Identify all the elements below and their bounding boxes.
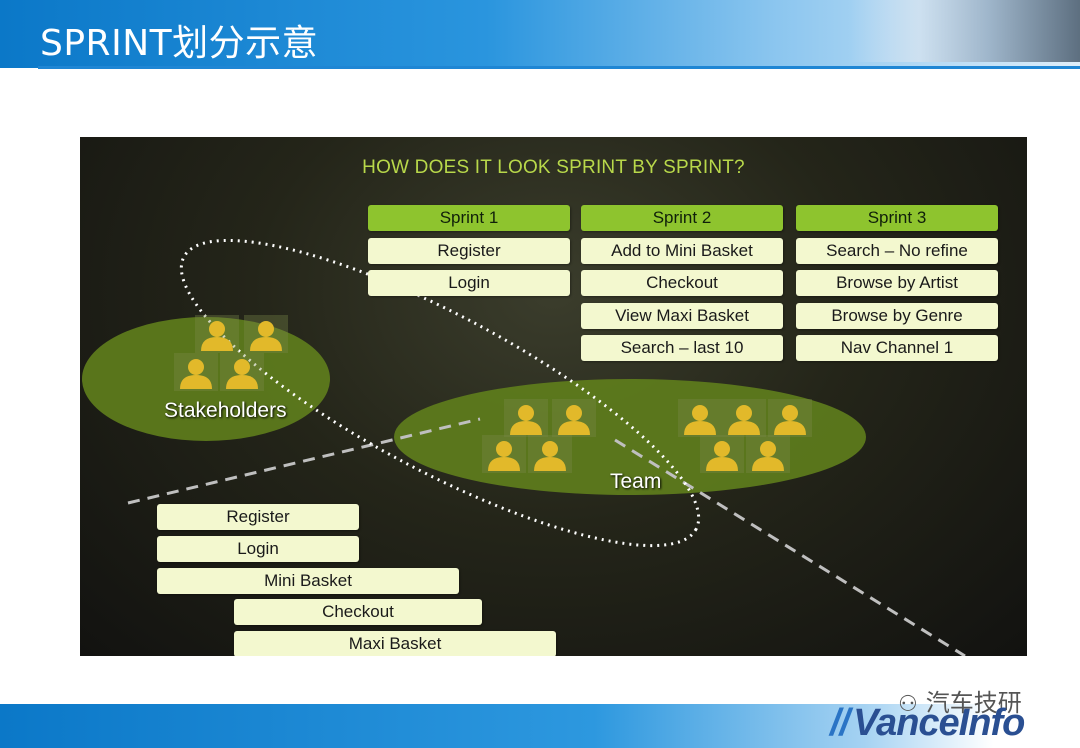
sprint-diagram: HOW DOES IT LOOK SPRINT BY SPRINT? Stake…: [80, 137, 1027, 656]
person-icon: [678, 399, 722, 437]
diagram-shapes: [82, 238, 966, 656]
slide-title: SPRINT划分示意: [40, 23, 319, 64]
person-icon: [482, 435, 526, 473]
sprint-2-item: View Maxi Basket: [581, 302, 783, 329]
sprint-2-item: Checkout: [581, 270, 783, 296]
delivered-maxi-basket: Maxi Basket: [234, 631, 556, 656]
sprint-2-item: Search – last 10: [581, 335, 783, 361]
wechat-icon: ⚇: [898, 692, 918, 717]
header-photo: [850, 0, 1080, 62]
sprint-3-item: Nav Channel 1: [796, 335, 998, 361]
sprint-3-item: Browse by Artist: [796, 270, 998, 296]
sprint-1-item: Register: [368, 237, 570, 264]
stakeholders-label: Stakeholders: [164, 399, 287, 422]
sprint-3-header: Sprint 3: [796, 205, 998, 231]
logo-mark-icon: //: [830, 702, 850, 744]
person-icon: [174, 353, 218, 391]
person-icon: [700, 435, 744, 473]
person-icon: [768, 399, 812, 437]
person-icon: [722, 399, 766, 437]
footer-bar: [0, 704, 1080, 748]
sprint-2-item: Add to Mini Basket: [581, 237, 783, 264]
wechat-account: 汽车技研: [925, 689, 1022, 717]
delivered-login: Login: [157, 536, 359, 562]
delivered-register: Register: [157, 504, 359, 530]
logo-text: VanceInfo: [853, 702, 1025, 744]
sprint-3-item: Search – No refine: [796, 237, 998, 264]
header-underline: [38, 66, 1080, 69]
dashed-divider-left: [127, 417, 481, 505]
delivered-checkout: Checkout: [234, 599, 482, 625]
person-icon: [552, 399, 596, 437]
person-icon: [746, 435, 790, 473]
diagram-heading: HOW DOES IT LOOK SPRINT BY SPRINT?: [362, 157, 745, 178]
person-icon: [220, 353, 264, 391]
person-icon: [244, 315, 288, 353]
sprint-1-item: Login: [368, 270, 570, 296]
person-icon: [195, 315, 239, 353]
person-icon: [528, 435, 572, 473]
team-label: Team: [610, 470, 662, 493]
person-icon: [504, 399, 548, 437]
dotted-ellipse: [179, 238, 701, 548]
dashed-divider-right: [614, 438, 966, 656]
sprint-1-header: Sprint 1: [368, 205, 570, 231]
sprint-2-header: Sprint 2: [581, 205, 783, 231]
vanceinfo-logo: //VanceInfo: [830, 702, 1025, 745]
delivered-mini-basket: Mini Basket: [157, 568, 459, 594]
wechat-watermark: ⚇ 汽车技研: [898, 683, 1022, 718]
sprint-3-item: Browse by Genre: [796, 302, 998, 329]
